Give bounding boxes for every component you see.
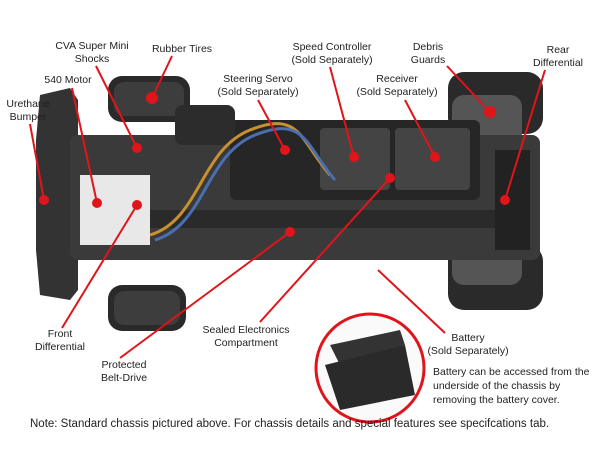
label-line: Differential xyxy=(533,57,583,69)
label-line: Belt-Drive xyxy=(100,372,148,384)
label-steering-servo: Steering Servo(Sold Separately) xyxy=(217,73,298,99)
footnote: Note: Standard chassis pictured above. F… xyxy=(30,418,550,430)
label-rubber-tires: Rubber Tires xyxy=(152,43,212,56)
note-line: removing the battery cover. xyxy=(433,394,560,406)
belt-drive-cover xyxy=(150,210,520,228)
label-line: Sealed Electronics xyxy=(202,324,290,336)
label-line: Differential xyxy=(35,341,85,353)
label-line: Shocks xyxy=(74,53,110,65)
label-battery: Battery(Sold Separately) xyxy=(427,332,508,358)
label-receiver: Receiver(Sold Separately) xyxy=(356,73,437,99)
label-line: Front xyxy=(47,328,73,340)
label-line: Receiver xyxy=(376,73,418,85)
label-line: Battery xyxy=(451,332,485,344)
label-line: Debris xyxy=(412,41,444,53)
label-line: CVA Super Mini xyxy=(55,40,129,52)
label-line: Speed Controller xyxy=(292,41,372,53)
label-line: 540 Motor xyxy=(44,74,92,86)
callout-lines xyxy=(29,55,546,359)
urethane-bumper xyxy=(36,88,78,300)
label-speed-controller: Speed Controller(Sold Separately) xyxy=(291,41,372,67)
label-line: Rubber Tires xyxy=(151,43,213,55)
label-line: Compartment xyxy=(214,337,278,349)
label-line: Urethane xyxy=(6,98,50,110)
label-540-motor: 540 Motor xyxy=(44,74,91,87)
label-line: (Sold Separately) xyxy=(291,54,373,66)
label-line: Guards xyxy=(410,54,446,66)
note-line: Battery can be accessed from the xyxy=(433,366,590,378)
battery-inset xyxy=(314,312,426,424)
label-line: (Sold Separately) xyxy=(356,86,438,98)
label-line: (Sold Separately) xyxy=(217,86,299,98)
battery-note: Battery can be accessed from the undersi… xyxy=(433,365,589,407)
tire-front-bottom xyxy=(108,285,186,331)
label-line: Steering Servo xyxy=(223,73,293,85)
label-line: Protected xyxy=(101,359,147,371)
label-line: Bumper xyxy=(9,111,47,123)
callout-dots xyxy=(39,92,510,237)
label-line: Rear xyxy=(546,44,570,56)
label-line: (Sold Separately) xyxy=(427,345,509,357)
note-line: underside of the chassis by xyxy=(433,380,561,392)
